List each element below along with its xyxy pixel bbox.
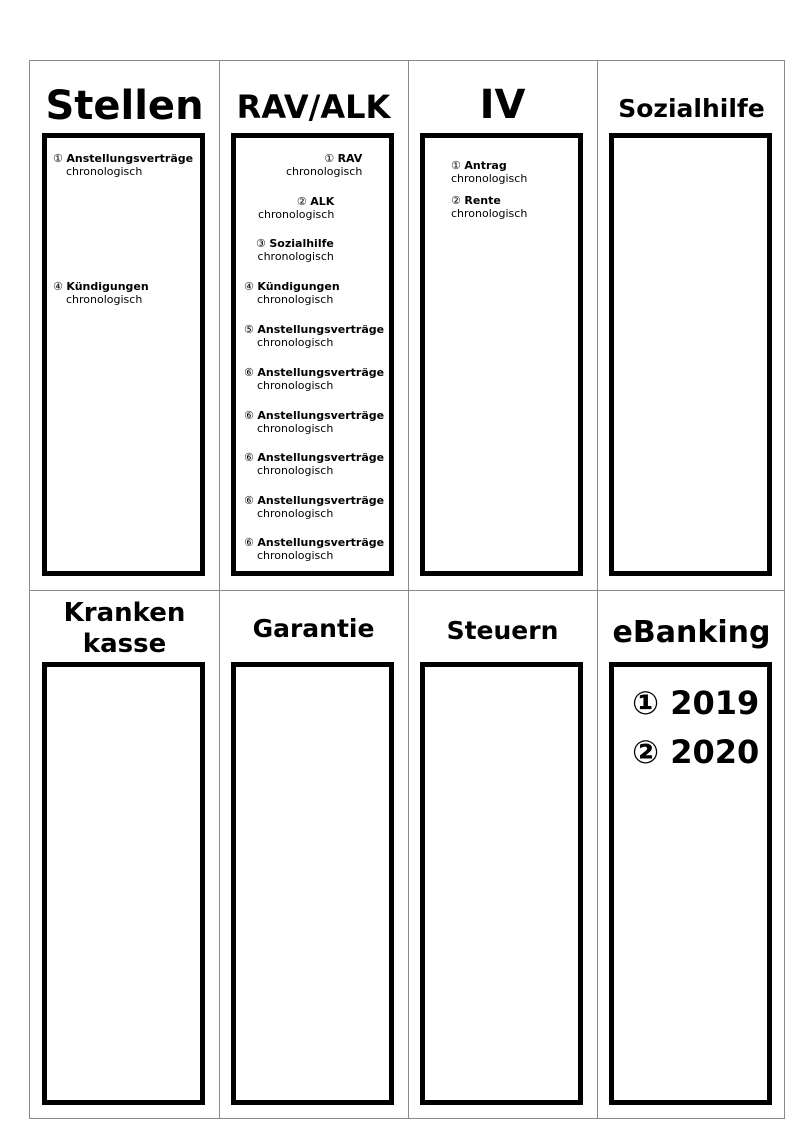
label-frame [231,662,394,1105]
list-item: ③ Sozialhilfe chronologisch [256,237,334,263]
label-title: Garantie [252,614,375,643]
label-title: IV [479,82,526,128]
list-item: ⑥ Anstellungsverträge chronologisch [244,536,385,562]
list-item: ② 2020 [632,733,760,771]
column-divider [597,61,598,1118]
list-item: ⑥ Anstellungsverträge chronologisch [244,409,385,435]
number-marker: ⑤ [244,323,254,336]
column-divider [219,61,220,1118]
number-marker: ⑥ [244,366,254,379]
number-marker: ① [53,152,63,165]
list-item: ① RAV chronologisch [286,152,363,178]
label-title: Stellen [45,83,204,129]
number-marker: ⑥ [244,494,254,507]
label-rav-alk: RAV/ALK ① RAV chronologisch ② ALK chrono… [219,61,408,590]
label-frame: ① Anstellungsverträge chronologisch ④ Kü… [42,133,205,576]
label-sheet: Stellen ① Anstellungsverträge chronologi… [29,60,785,1119]
number-marker: ④ [53,280,63,293]
label-iv: IV ① Antrag chronologisch ② Rente chrono… [408,61,597,590]
list-item: ⑥ Anstellungsverträge chronologisch [244,451,385,477]
list-item: ① 2019 [632,684,760,722]
label-steuern: Steuern [408,590,597,1119]
number-marker: ⑥ [244,536,254,549]
list-item: ④ Kündigungen chronologisch [53,280,149,306]
number-marker: ⑥ [244,451,254,464]
list-item: ② ALK chronologisch [258,195,335,221]
list-item: ⑤ Anstellungsverträge chronologisch [244,323,385,349]
label-frame [420,662,583,1105]
row-divider [30,590,784,591]
list-item: ① Antrag chronologisch [451,159,528,185]
number-marker: ③ [256,237,266,250]
label-frame: ① 2019 ② 2020 [609,662,772,1105]
label-title: eBanking [612,615,771,650]
list-item: ① Anstellungsverträge chronologisch [53,152,194,178]
label-frame: ① Antrag chronologisch ② Rente chronolog… [420,133,583,576]
label-title-line: Kranken [63,598,186,628]
number-marker: ④ [244,280,254,293]
number-marker: ① [632,684,660,722]
label-frame [609,133,772,576]
number-marker: ② [451,194,461,207]
number-marker: ① [324,152,335,165]
list-item: ④ Kündigungen chronologisch [244,280,340,306]
column-divider [408,61,409,1118]
label-frame [42,662,205,1105]
label-title: Steuern [446,616,559,645]
label-krankenkasse: Kranken kasse [30,590,219,1119]
label-title: Sozialhilfe [618,94,765,123]
list-item: ⑥ Anstellungsverträge chronologisch [244,366,385,392]
label-ebanking: eBanking ① 2019 ② 2020 [597,590,786,1119]
label-sozialhilfe: Sozialhilfe [597,61,786,590]
number-marker: ⑥ [244,409,254,422]
label-garantie: Garantie [219,590,408,1119]
label-stellen: Stellen ① Anstellungsverträge chronologi… [30,61,219,590]
number-marker: ② [296,195,307,208]
number-marker: ② [632,733,660,771]
list-item: ② Rente chronologisch [451,194,528,220]
number-marker: ① [451,159,461,172]
label-frame: ① RAV chronologisch ② ALK chronologisch … [231,133,394,576]
label-title-line: kasse [82,629,167,659]
label-title: RAV/ALK [236,88,391,126]
list-item: ⑥ Anstellungsverträge chronologisch [244,494,385,520]
